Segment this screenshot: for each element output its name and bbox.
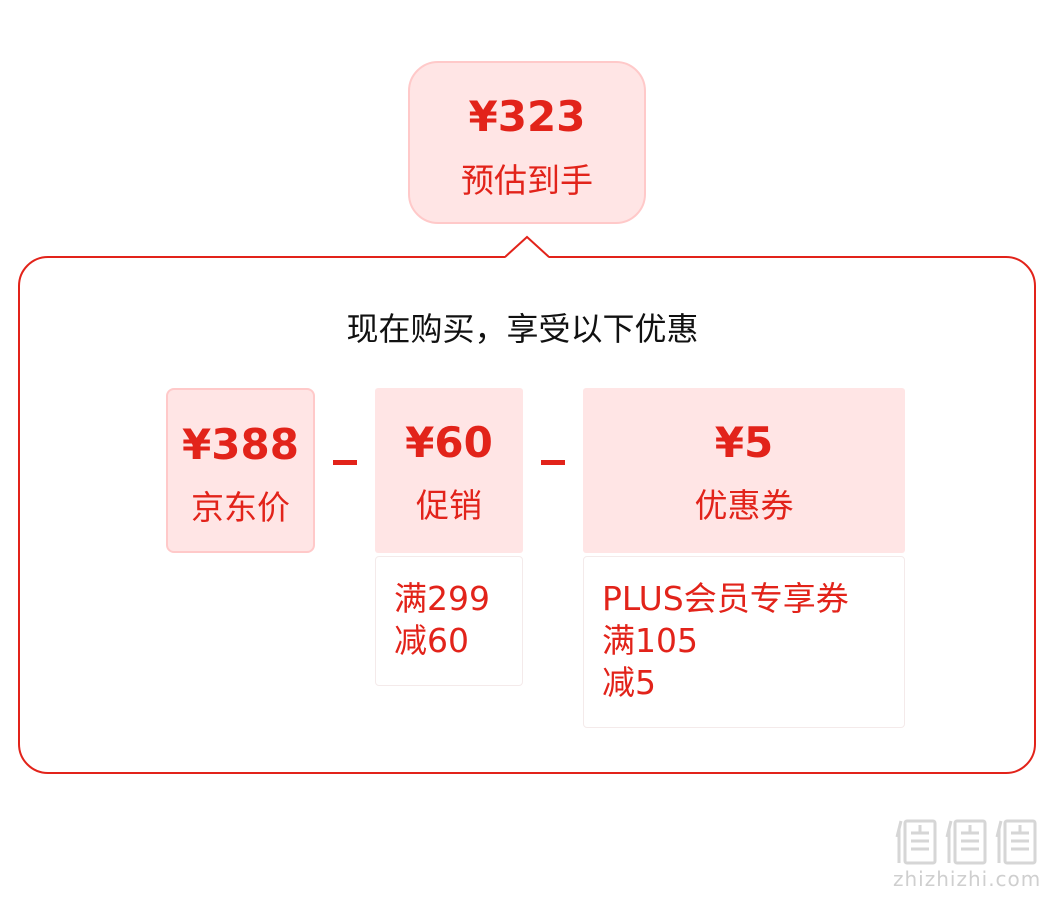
jd-price-value: ¥388 [182, 420, 299, 469]
coupon-detail-line: 减5 [602, 663, 656, 702]
watermark-logo-icon [895, 819, 1037, 865]
watermark-domain: zhizhizhi.com [893, 867, 1042, 891]
coupon-detail: PLUS会员专享券 满105 减5 [583, 556, 905, 728]
promotion-detail-line: 减60 [394, 621, 469, 660]
minus-sign [333, 460, 357, 465]
coupon-value: ¥5 [714, 418, 774, 467]
minus-sign [541, 460, 565, 465]
estimated-price-amount: ¥323 [468, 92, 586, 141]
coupon-detail-line: PLUS会员专享券 [602, 579, 849, 618]
promotion-value: ¥60 [405, 418, 493, 467]
estimated-price-label: 预估到手 [461, 161, 593, 200]
promotion-detail: 满299 减60 [375, 556, 523, 686]
promotion-detail-line: 满299 [394, 579, 490, 618]
coupon-box: ¥5 优惠券 [583, 388, 905, 553]
panel-title: 现在购买，享受以下优惠 [346, 310, 699, 348]
panel-pointer-notch [505, 235, 549, 258]
jd-price-label: 京东价 [191, 488, 290, 527]
coupon-detail-line: 满105 [602, 621, 698, 660]
coupon-label: 优惠券 [694, 486, 794, 525]
promotion-box: ¥60 促销 [375, 388, 523, 553]
jd-price-box: ¥388 京东价 [166, 388, 315, 553]
promotion-label: 促销 [416, 486, 482, 525]
estimated-price-card: ¥323 预估到手 [408, 61, 646, 224]
